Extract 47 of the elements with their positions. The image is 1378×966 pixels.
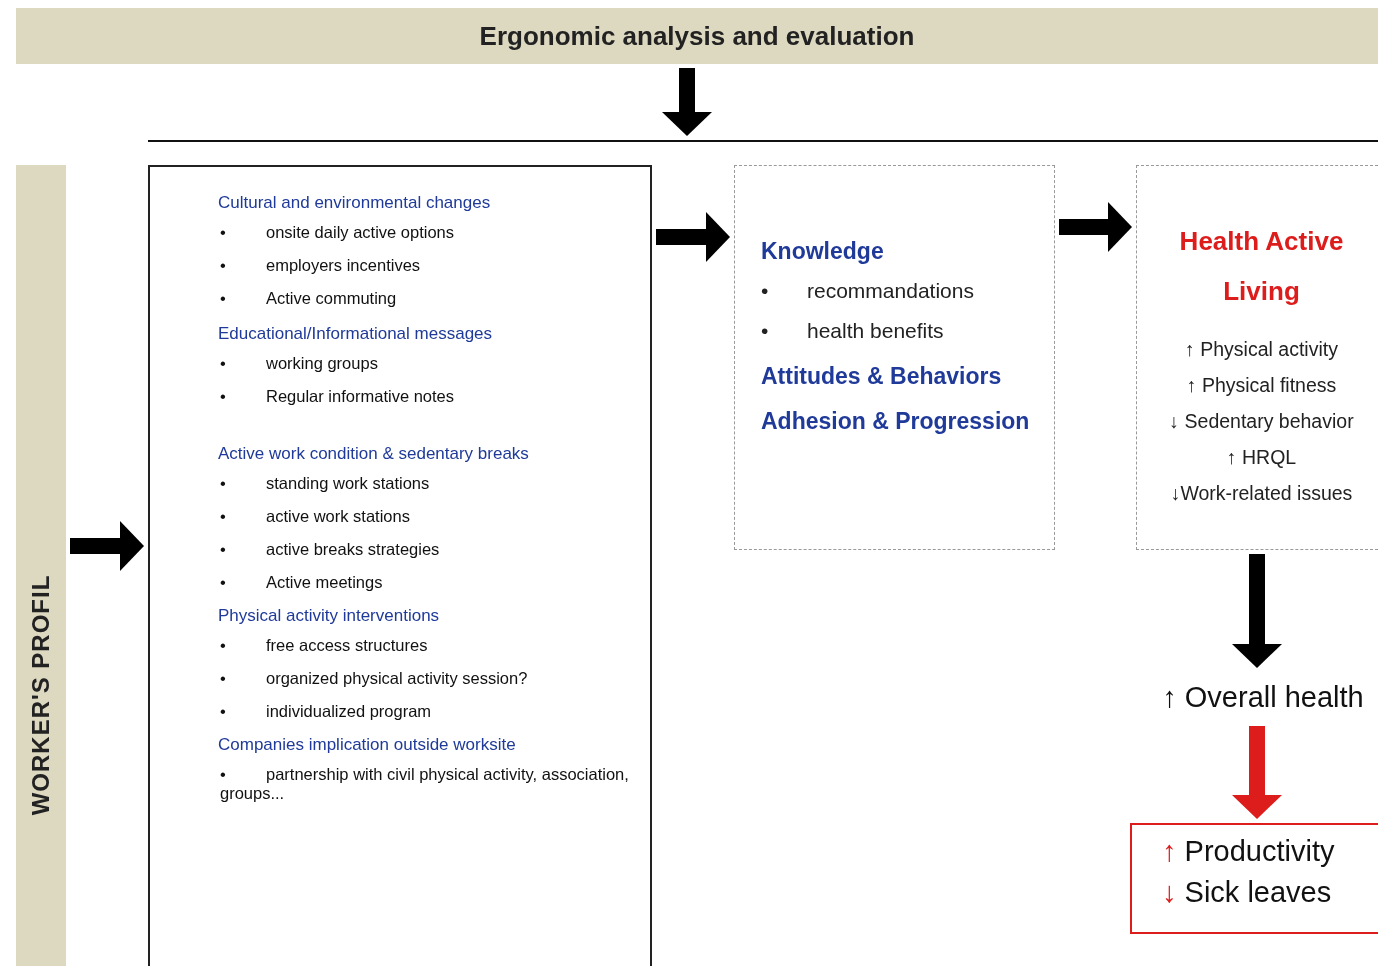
side-band — [16, 165, 66, 966]
text-label: ↓ Sick leaves — [1162, 876, 1333, 909]
process-box — [148, 165, 652, 966]
text-label: ↑ HRQL — [1225, 446, 1298, 469]
heading: Companies implication outside worksite — [218, 735, 517, 755]
title-band — [16, 8, 1378, 64]
text-label: ↓ Sedentary behavior — [1168, 410, 1355, 433]
block-arrow — [1232, 554, 1282, 668]
list-item: • organized physical activity session? — [220, 669, 529, 688]
list-item: • health benefits — [761, 319, 945, 343]
block-arrow — [1059, 202, 1132, 252]
list-item: • partnership with civil physical activity, association, groups... — [220, 765, 630, 803]
text-label: ↑ Physical fitness — [1185, 374, 1338, 397]
list-item: • working groups — [220, 354, 379, 373]
heading: Educational/Informational messages — [218, 324, 494, 344]
list-item: • Active meetings — [220, 573, 384, 592]
heading: Physical activity interventions — [218, 606, 441, 626]
list-item: • standing work stations — [220, 474, 431, 493]
heading: Adhesion & Progression — [761, 408, 1031, 435]
text-label: ↑ Productivity — [1162, 835, 1336, 868]
list-item: • Active commuting — [220, 289, 398, 308]
list-item: • Regular informative notes — [220, 387, 455, 406]
side-label: WORKER'S PROFIL — [27, 574, 55, 816]
text-label: ↓Work-related issues — [1169, 482, 1354, 505]
list-item: • active breaks strategies — [220, 540, 441, 559]
outcome-box — [1130, 823, 1378, 934]
heading: Attitudes & Behaviors — [761, 363, 1003, 390]
text-label: ↑ Physical activity — [1184, 338, 1339, 361]
dashed-box — [734, 165, 1055, 550]
list-item: • recommandations — [761, 279, 975, 303]
text-label: ↑ Overall health — [1162, 680, 1364, 714]
dashed-box — [1136, 165, 1378, 550]
list-item: • free access structures — [220, 636, 429, 655]
heading: Health Active Living — [1178, 225, 1345, 308]
heading: Active work condition & sedentary breaks — [218, 444, 530, 464]
list-item: • employers incentives — [220, 256, 422, 275]
divider-bar — [148, 140, 1378, 142]
list-item: • active work stations — [220, 507, 411, 526]
block-arrow — [1232, 726, 1282, 819]
list-item: • onsite daily active options — [220, 223, 456, 242]
list-item: • individualized program — [220, 702, 433, 721]
title: Ergonomic analysis and evaluation — [479, 20, 915, 52]
block-arrow — [70, 521, 144, 571]
block-arrow — [662, 68, 712, 136]
heading: Cultural and environmental changes — [218, 193, 492, 213]
heading: Knowledge — [761, 238, 885, 265]
block-arrow — [656, 212, 730, 262]
